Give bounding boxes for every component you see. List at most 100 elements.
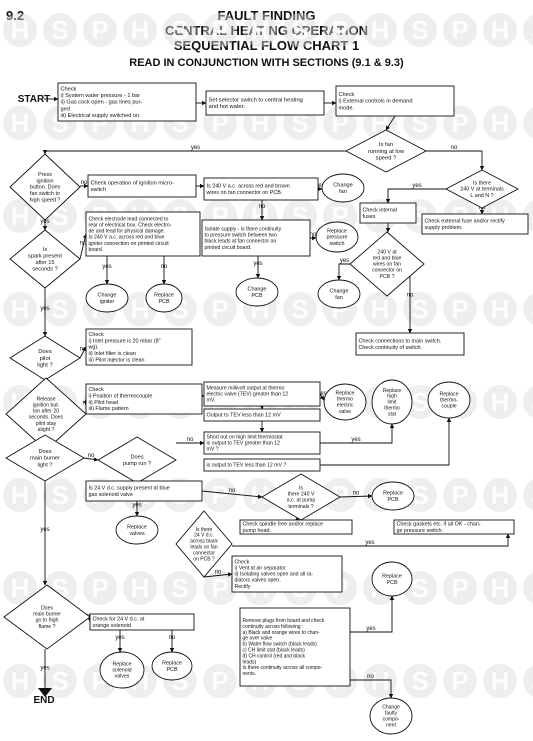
node-start: START	[18, 94, 51, 105]
watermark-disc	[43, 13, 77, 47]
node-text-line: spark present	[28, 253, 62, 259]
edge-v24_solenoid-to-v240_pump	[201, 490, 263, 499]
edge-label: yes	[191, 145, 200, 151]
watermark-disc	[83, 13, 117, 47]
watermark-letter: P	[211, 108, 228, 138]
node-text-line: Replace	[439, 391, 458, 397]
node-text-line: leads)	[243, 659, 257, 665]
watermark-disc	[403, 385, 437, 419]
watermark-disc	[523, 665, 533, 697]
edge-label: yes	[102, 264, 111, 270]
page-title-line-3: SEQUENTIAL FLOW CHART 1	[173, 38, 360, 53]
watermark-disc	[203, 664, 237, 698]
edge-label: no	[259, 204, 266, 210]
node-shape	[421, 213, 529, 235]
node-text-line: pump head.	[243, 528, 271, 534]
edge-label: yes	[340, 258, 349, 264]
watermark-letter: S	[531, 201, 533, 231]
watermark-disc	[523, 386, 533, 418]
node-text-line: Is	[299, 485, 303, 491]
node-check-gaskets: Check gaskets etc. if all OK - chan-ge p…	[393, 519, 515, 535]
watermark-disc	[3, 13, 37, 47]
edge-label: no	[161, 264, 168, 270]
node-shape	[203, 408, 321, 422]
watermark-letter: P	[211, 573, 228, 603]
node-shape	[445, 169, 519, 209]
edge-label: no	[367, 674, 374, 680]
node-shape	[205, 90, 325, 116]
edge-measure_mv-to-replace_tev	[319, 393, 325, 401]
node-shape	[151, 651, 193, 681]
watermark-letter: P	[451, 480, 468, 510]
end-arrowhead	[38, 688, 52, 697]
node-text-line: Replace	[127, 524, 147, 530]
watermark-letter: S	[411, 480, 428, 510]
node-shape	[323, 383, 367, 421]
node-text-line: ii) Pilot head	[89, 400, 119, 406]
node-text-line: nents.	[243, 671, 257, 677]
watermark-disc	[363, 664, 397, 698]
edge-v240_pump-to-replace_pcb2	[339, 493, 373, 499]
node-text-line: i) System water pressure - 1 bar	[61, 93, 141, 99]
node-shape	[239, 519, 353, 535]
node-text-line: Is there	[196, 527, 213, 533]
watermark-disc	[523, 107, 533, 139]
node-text-line: mV ?	[207, 447, 219, 453]
node-text-line: Check for 24 V d.c. at	[93, 616, 145, 622]
watermark-disc	[203, 571, 237, 605]
watermark-letter: H	[371, 666, 390, 696]
node-text-line: Does	[38, 449, 51, 455]
node-shape	[345, 129, 427, 173]
watermark-disc	[483, 106, 517, 140]
watermark-disc	[203, 478, 237, 512]
node-shape	[203, 177, 319, 201]
node-text-line: limit	[388, 400, 397, 406]
watermark-disc	[523, 479, 533, 511]
watermark-letter: H	[11, 15, 30, 45]
node-shape	[349, 231, 425, 297]
node-text-line: Does	[38, 349, 52, 355]
watermark-letter: S	[531, 387, 533, 417]
node-text-line: gas solenoid valve	[89, 492, 133, 498]
node-text-line: thermo	[384, 405, 400, 411]
node-text-line: valve	[339, 409, 351, 415]
edge-label: yes	[351, 437, 360, 443]
edge-short_highlimit-to-replace_highlimit	[320, 423, 395, 444]
node-text-line: to pressure switch between two	[205, 233, 277, 239]
node-text-line: ged	[61, 106, 70, 112]
node-text-line: compo-	[383, 717, 400, 723]
watermark-disc	[243, 13, 277, 47]
edge-label: no	[88, 453, 95, 459]
edge-label: yes	[315, 183, 324, 189]
node-text-line: Is fan	[379, 142, 393, 148]
node-shape	[335, 85, 455, 117]
edge-label: yes	[365, 540, 374, 546]
node-shape	[371, 379, 413, 425]
node-text-line: red and blue	[373, 255, 402, 261]
node-shape	[85, 283, 129, 313]
watermark-disc	[203, 292, 237, 326]
node-text-line: Change	[330, 288, 349, 294]
node-remove-plugs: Remove plugs from board and checkcontinu…	[239, 607, 351, 687]
node-shape	[359, 202, 417, 224]
node-text-line: Check	[89, 332, 105, 338]
watermark-letter: H	[131, 294, 150, 324]
node-text-line: iii) Pilot injector is clean	[89, 357, 145, 363]
node-tev-less: is output to TEV less than 12 mV ?	[203, 458, 321, 472]
node-text-line: connector	[193, 550, 215, 556]
node-text-line: fan switch to	[30, 191, 60, 197]
watermark-letter: P	[211, 480, 228, 510]
node-text-line: seconds ?	[32, 267, 58, 273]
watermark-letter: H	[371, 15, 390, 45]
node-text-line: PCB	[158, 299, 169, 305]
node-shape	[393, 519, 515, 535]
node-shape	[317, 279, 361, 309]
